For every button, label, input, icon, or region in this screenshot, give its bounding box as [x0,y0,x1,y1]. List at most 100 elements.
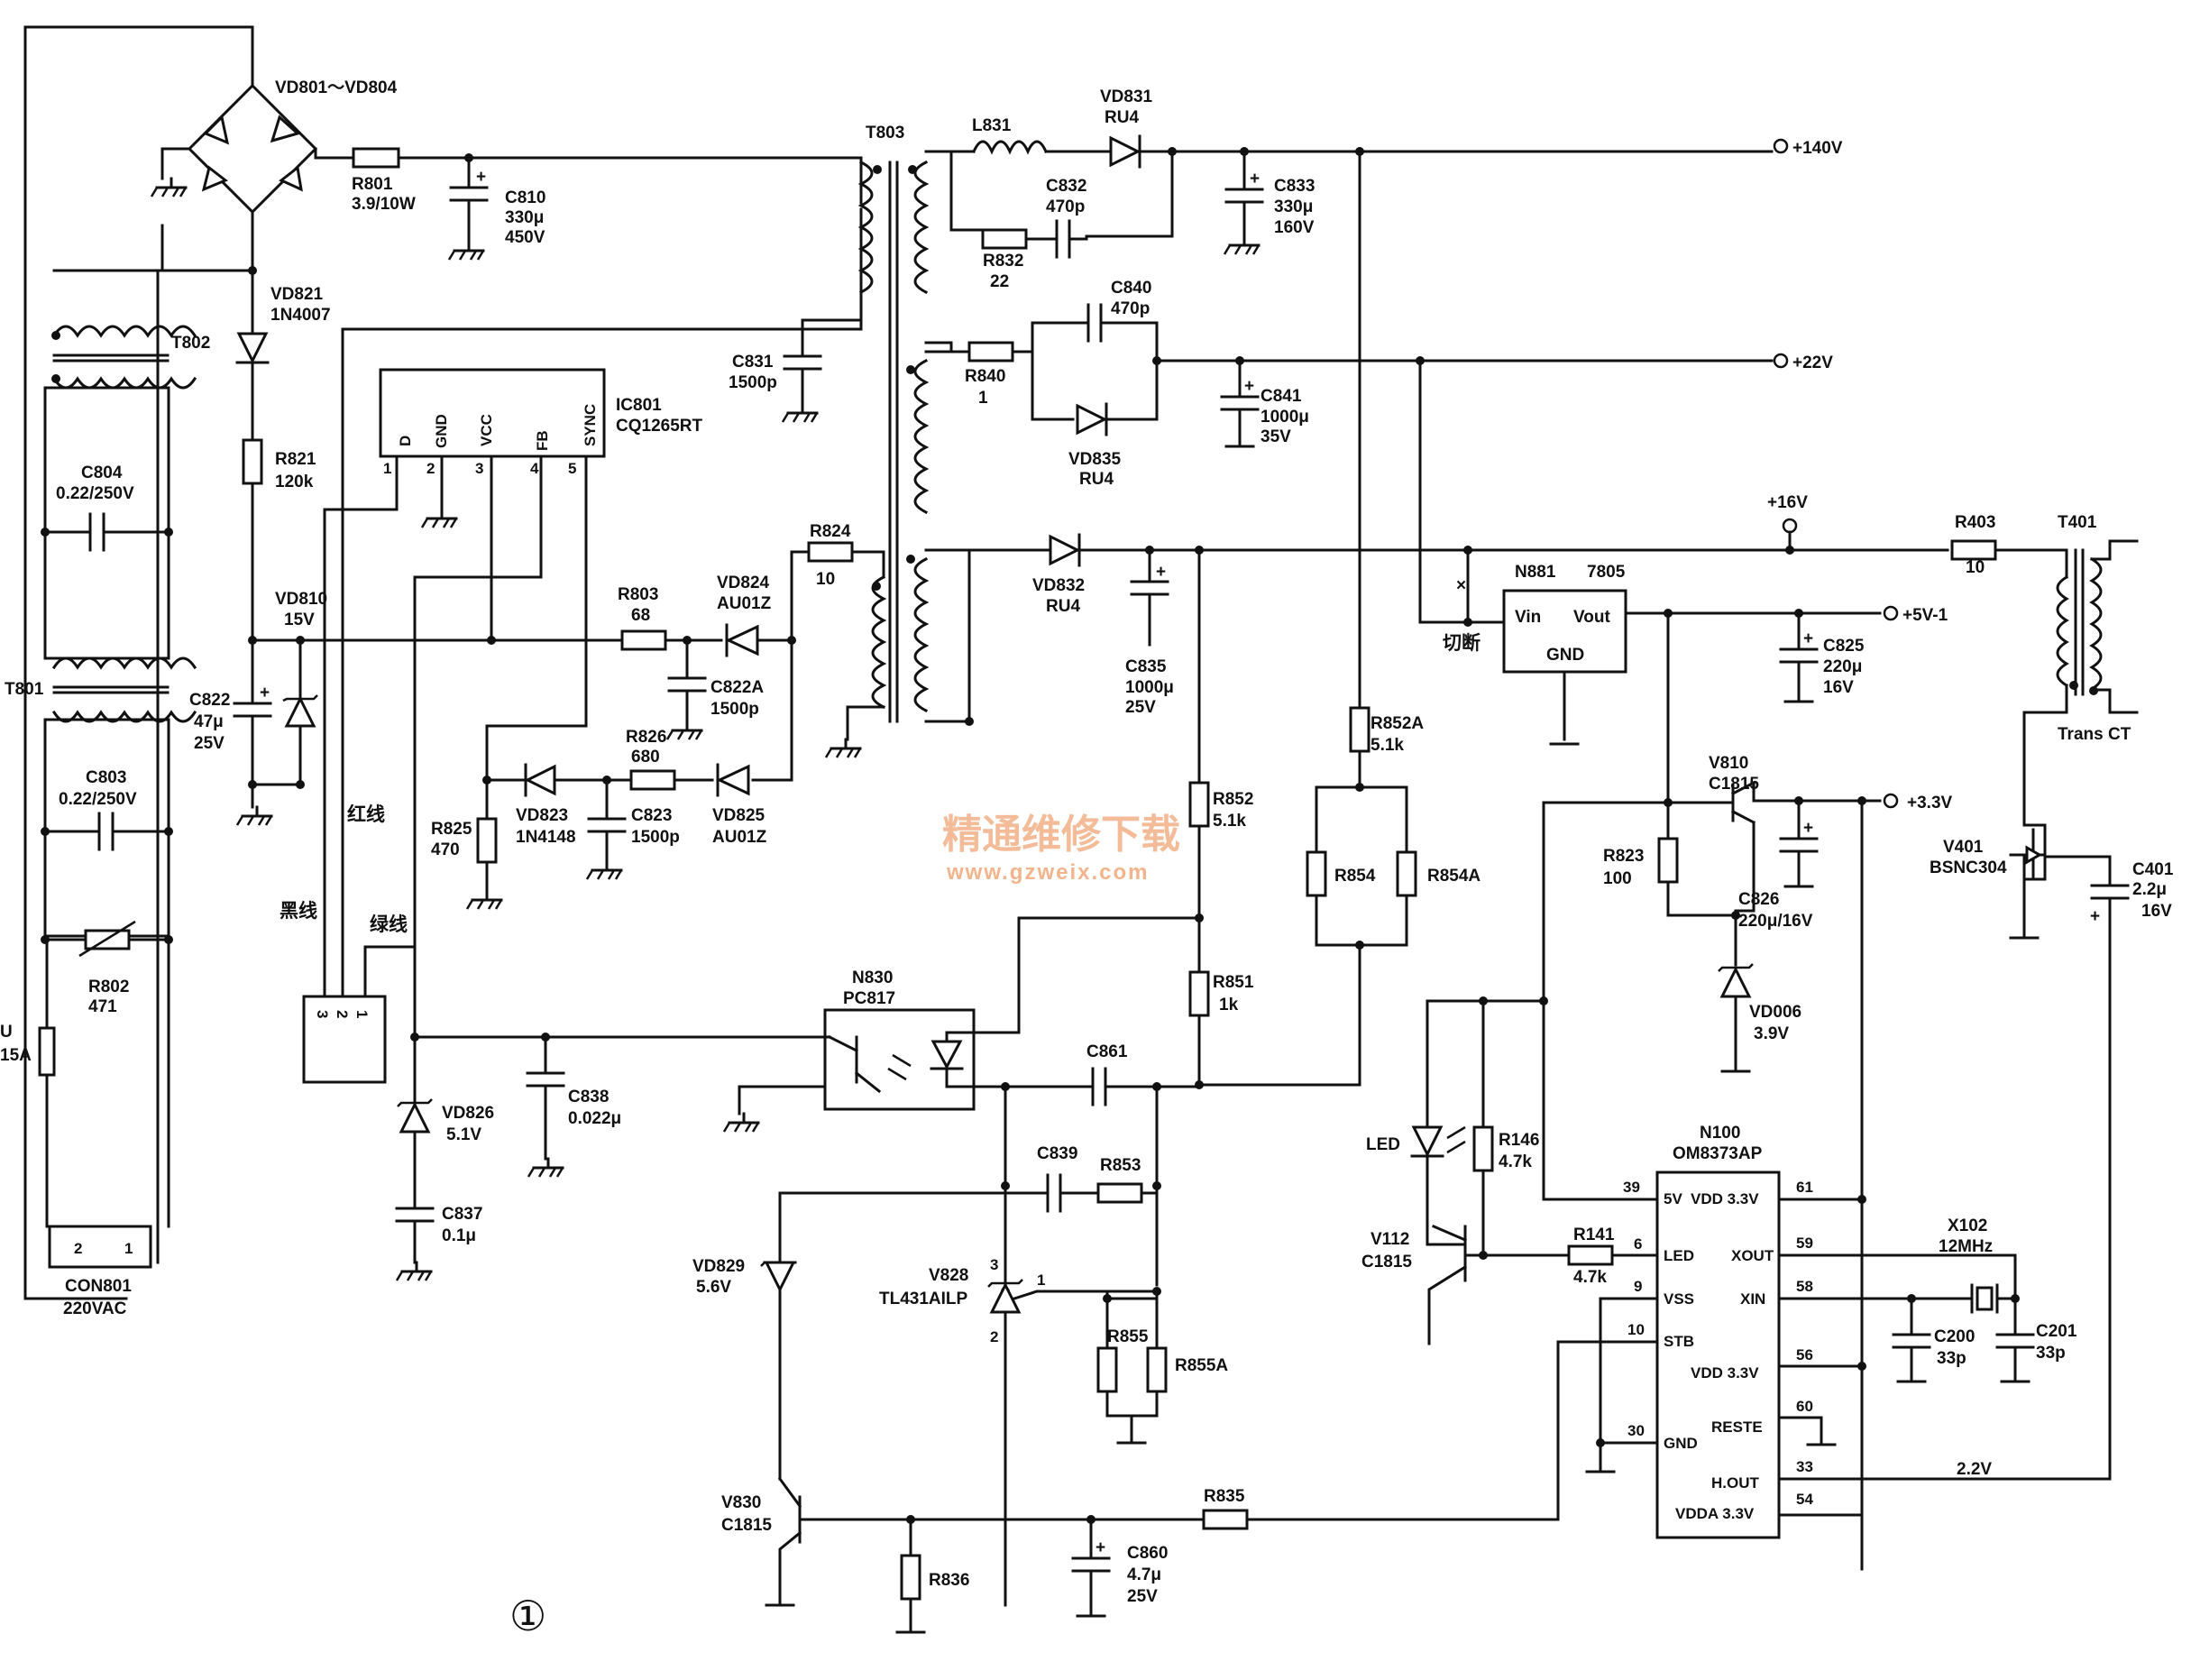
ic801-pin-vcc: VCC [478,414,495,446]
v828-value: TL431AILP [879,1290,968,1308]
x102-label: X102 [1948,1216,1987,1235]
t401-transformer: T401 Trans CT [2022,513,2139,827]
led-label: LED [1366,1135,1400,1154]
bridge-rectifier: VD801～VD804 [150,78,398,215]
r821-value: 120k [275,473,314,491]
v140-label: +140V [1792,139,1843,158]
v828-pin-3: 3 [990,1256,998,1273]
r823-resistor: R823 100 [1603,801,1737,917]
c823-label: C823 [631,806,672,825]
c401-capacitor: + C401 2.2μ 16V [1820,855,2174,1481]
c831-value: 1500p [729,373,777,392]
r840-resistor: R840 1 [965,341,1014,408]
v112-value: C1815 [1361,1253,1412,1271]
svg-text:+: + [1803,629,1813,648]
c401-value: 2.2μ [2132,880,2167,899]
ic801-pin-sync: SYNC [582,404,599,446]
n100-pin-6-name: LED [1664,1247,1694,1264]
vd821-value: 1N4007 [270,306,331,325]
vd835-value: RU4 [1079,470,1114,489]
r840-value: 1 [978,389,988,408]
r801-label: R801 [352,175,393,194]
r146-value: 4.7k [1499,1152,1532,1171]
l831-inductor: L831 [972,116,1048,155]
r852-resistor: R852 5.1k [1188,548,1253,974]
con801-pin-2: 2 [74,1240,82,1257]
svg-text:+: + [1156,563,1166,582]
vd832-label: VD832 [1032,576,1085,595]
v830-value: C1815 [721,1516,772,1535]
vd823-label: VD823 [516,806,568,825]
c803-label: C803 [86,768,126,787]
c831-capacitor: C831 1500p [729,318,822,424]
c835-value: 1000μ [1125,678,1174,697]
r832-label: R832 [983,252,1023,271]
n881-pin-vout: Vout [1573,608,1610,627]
v401-value: BSNC304 [1930,858,2007,877]
c840-label: C840 [1111,279,1151,298]
r803-label: R803 [618,585,658,604]
n100-pin-33-name: H.OUT [1711,1474,1760,1492]
v810-transistor: V810 C1815 [1709,754,1759,825]
n100-pin-54-num: 54 [1796,1491,1813,1508]
n100-pin-10-num: 10 [1627,1321,1645,1338]
n100-pin-33-num: 33 [1796,1458,1813,1475]
n100-pin-60-name: RESTE [1711,1418,1763,1436]
c833-label: C833 [1274,177,1315,196]
conn-pin-3: 3 [314,1010,331,1018]
n100-pin-39-name: 5V [1664,1190,1682,1207]
r146-resistor: R146 4.7k [1472,999,1539,1257]
v401-mosfet: V401 BSNC304 [1930,823,2112,940]
vd835-diode: VD835 RU4 [1068,402,1159,489]
con801-label: CON801 [65,1277,132,1296]
c841-value: 1000μ [1261,408,1309,427]
n100-label: N100 [1700,1124,1740,1143]
n830-optocoupler: N830 PC817 [823,969,980,1111]
c841-voltage: 35V [1261,427,1291,446]
n100-microcontroller: N100 OM8373AP [1655,1124,1781,1539]
n100-pin-58-name: XIN [1740,1290,1765,1308]
vd823-diode: VD823 1N4148 [485,763,633,847]
c803-capacitor: C803 0.22/250V [41,768,173,851]
vd829-label: VD829 [692,1257,745,1276]
r855a-label: R855A [1175,1356,1228,1375]
c826-capacitor: + C826 220μ/16V [1738,799,1819,931]
n830-label: N830 [852,969,893,987]
vd832-diode: VD832 RU4 [1032,533,1085,616]
vd825-label: VD825 [712,806,765,825]
r824-label: R824 [810,522,851,541]
ic801-pin-gnd: GND [433,414,450,448]
c835-label: C835 [1125,657,1167,676]
r824-value: 10 [816,570,835,589]
vd823-value: 1N4148 [516,828,576,847]
c837-label: C837 [442,1205,482,1224]
x102-value: 12MHz [1939,1237,1993,1256]
vd006-value: 3.9V [1754,1024,1789,1043]
r854a-label: R854A [1427,867,1481,886]
vd801-label: VD801～VD804 [275,78,398,97]
n100-pin-61-name: VDD 3.3V [1691,1190,1759,1207]
n881-pin-vin: Vin [1515,608,1541,627]
t802-common-mode-choke: T802 [51,325,210,390]
vd831-value: RU4 [1105,108,1139,127]
c200-label: C200 [1934,1327,1975,1346]
t802-label: T802 [171,334,210,353]
black-wire-label: 黑线 [280,900,317,922]
c835-voltage: 25V [1125,698,1156,717]
c832-value: 470p [1046,197,1085,216]
svg-text:+: + [1244,377,1254,396]
c200-value: 33p [1937,1349,1966,1368]
vd829-zener: VD829 5.6V [692,1191,797,1481]
r803-value: 68 [631,606,650,625]
c835-capacitor: + C835 1000μ 25V [1125,548,1174,717]
fuse: U 15A [0,1023,56,1077]
r802-varistor: R802 471 [41,920,173,1016]
r824-resistor: R824 10 [807,522,854,589]
svg-text:+: + [1803,819,1813,838]
n100-pin-9-num: 9 [1634,1278,1642,1295]
c804-label: C804 [81,464,123,482]
c825-value: 220μ [1823,657,1862,676]
r855-resistor [1096,1346,1118,1393]
svg-text:×: × [1456,576,1466,595]
v5-terminal [1883,605,1899,621]
